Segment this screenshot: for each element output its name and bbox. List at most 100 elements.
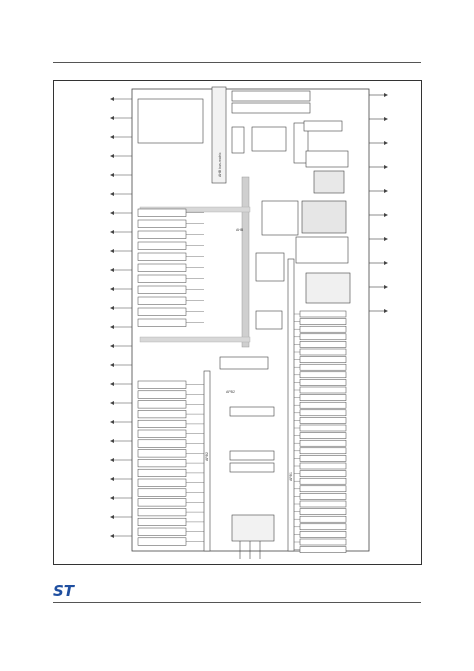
right-peripheral-block <box>299 371 347 379</box>
adc-cluster <box>301 200 347 234</box>
left-pin-arrow <box>110 401 114 405</box>
left-peripheral-block <box>137 263 187 272</box>
left-peripheral-block <box>137 241 187 250</box>
wdg-block <box>229 406 275 417</box>
left-pin-arrow <box>110 325 114 329</box>
left-pin-arrow <box>110 192 114 196</box>
right-pin-arrow <box>384 165 388 169</box>
flash-block <box>231 90 311 102</box>
left-peripheral-block <box>137 285 187 294</box>
crc-block <box>293 122 309 164</box>
right-pin-arrow <box>384 213 388 217</box>
right-peripheral-block <box>299 447 347 455</box>
left-pin-arrow <box>110 249 114 253</box>
left-pin-arrow <box>110 230 114 234</box>
left-pin-arrow <box>110 458 114 462</box>
right-pin-arrow <box>384 117 388 121</box>
left-pin-arrow <box>110 211 114 215</box>
left-pin-arrow <box>110 420 114 424</box>
left-pin-arrow <box>110 439 114 443</box>
right-peripheral-block <box>299 508 347 515</box>
left-peripheral-block <box>137 219 187 228</box>
left-peripheral-block <box>137 449 187 458</box>
ethernet-block <box>313 170 345 194</box>
left-pin-arrow <box>110 268 114 272</box>
bus-matrix-block <box>211 86 227 184</box>
side-label-ahb-matrix: AHB bus-matrix <box>218 152 222 177</box>
bus-horizontal-lower <box>139 336 251 343</box>
header-rule <box>53 62 421 63</box>
can-block <box>229 462 275 473</box>
left-pin-arrow <box>110 344 114 348</box>
apb2-bus <box>203 370 211 552</box>
right-peripheral-blocks <box>294 310 347 553</box>
left-peripheral-block <box>137 439 187 448</box>
left-pin-arrow <box>110 306 114 310</box>
left-peripheral-block <box>137 252 187 261</box>
right-pin-arrow <box>384 309 388 313</box>
right-peripheral-block <box>299 341 347 348</box>
left-peripheral-block <box>137 296 187 305</box>
left-peripheral-block <box>137 400 187 409</box>
sram-block <box>231 102 311 114</box>
left-pin-arrow <box>110 382 114 386</box>
st-logo-text: ST <box>53 583 76 599</box>
left-pin-arrow <box>110 97 114 101</box>
right-peripheral-block <box>299 439 347 447</box>
left-pin-arrow <box>110 135 114 139</box>
left-peripheral-block <box>137 468 187 477</box>
rcc-block <box>255 310 283 330</box>
right-pin-arrow <box>384 189 388 193</box>
left-peripheral-block <box>137 527 187 536</box>
left-pin-arrow <box>110 173 114 177</box>
right-peripheral-block <box>299 386 347 394</box>
rng-block <box>305 150 349 168</box>
left-peripheral-block <box>137 410 187 419</box>
right-peripheral-block <box>299 515 347 523</box>
comp-cluster <box>305 272 351 304</box>
left-peripheral-block <box>137 537 187 546</box>
left-peripheral-block <box>137 429 187 438</box>
right-peripheral-block <box>299 363 347 371</box>
right-peripheral-block <box>299 493 347 500</box>
left-peripheral-block <box>137 508 187 517</box>
left-peripheral-block <box>137 498 187 507</box>
chip-outline <box>131 88 370 552</box>
right-peripheral-block <box>299 417 347 424</box>
left-peripheral-block <box>137 318 187 327</box>
left-peripheral-block <box>137 517 187 526</box>
left-pin-arrow <box>110 154 114 158</box>
right-peripheral-block <box>299 310 347 318</box>
right-peripheral-block <box>299 325 347 333</box>
left-peripheral-block <box>137 274 187 283</box>
center-label-apb2: APB2 <box>226 390 235 394</box>
block-diagram-frame: AHB bus-matrix APB1 APB2 <box>53 80 422 565</box>
right-pin-arrow <box>384 261 388 265</box>
right-peripheral-block <box>299 333 347 341</box>
right-peripheral-block <box>299 523 347 531</box>
core-block <box>137 98 204 144</box>
left-pin-arrow <box>110 515 114 519</box>
right-peripheral-block <box>299 394 347 401</box>
block-diagram: AHB bus-matrix APB1 APB2 <box>110 86 388 559</box>
right-peripheral-block <box>299 546 347 553</box>
right-peripheral-block <box>299 485 347 493</box>
timer-cluster <box>261 200 299 236</box>
apb-bridge <box>219 356 269 370</box>
side-label-apb1: APB1 <box>289 472 293 481</box>
i2c-block <box>229 450 275 461</box>
left-peripheral-blocks <box>137 208 204 546</box>
cache-block <box>251 126 287 152</box>
left-pin-arrow <box>110 116 114 120</box>
right-peripheral-block <box>299 318 347 325</box>
left-peripheral-block <box>137 478 187 487</box>
rtc-block <box>231 514 275 542</box>
footer-rule <box>53 602 421 603</box>
right-peripheral-block <box>299 432 347 439</box>
left-peripheral-block <box>137 390 187 399</box>
left-peripheral-block <box>137 307 187 316</box>
st-logo: ST <box>53 583 76 599</box>
left-peripheral-block <box>137 230 187 239</box>
right-peripheral-block <box>299 409 347 417</box>
left-pin-arrow <box>110 496 114 500</box>
